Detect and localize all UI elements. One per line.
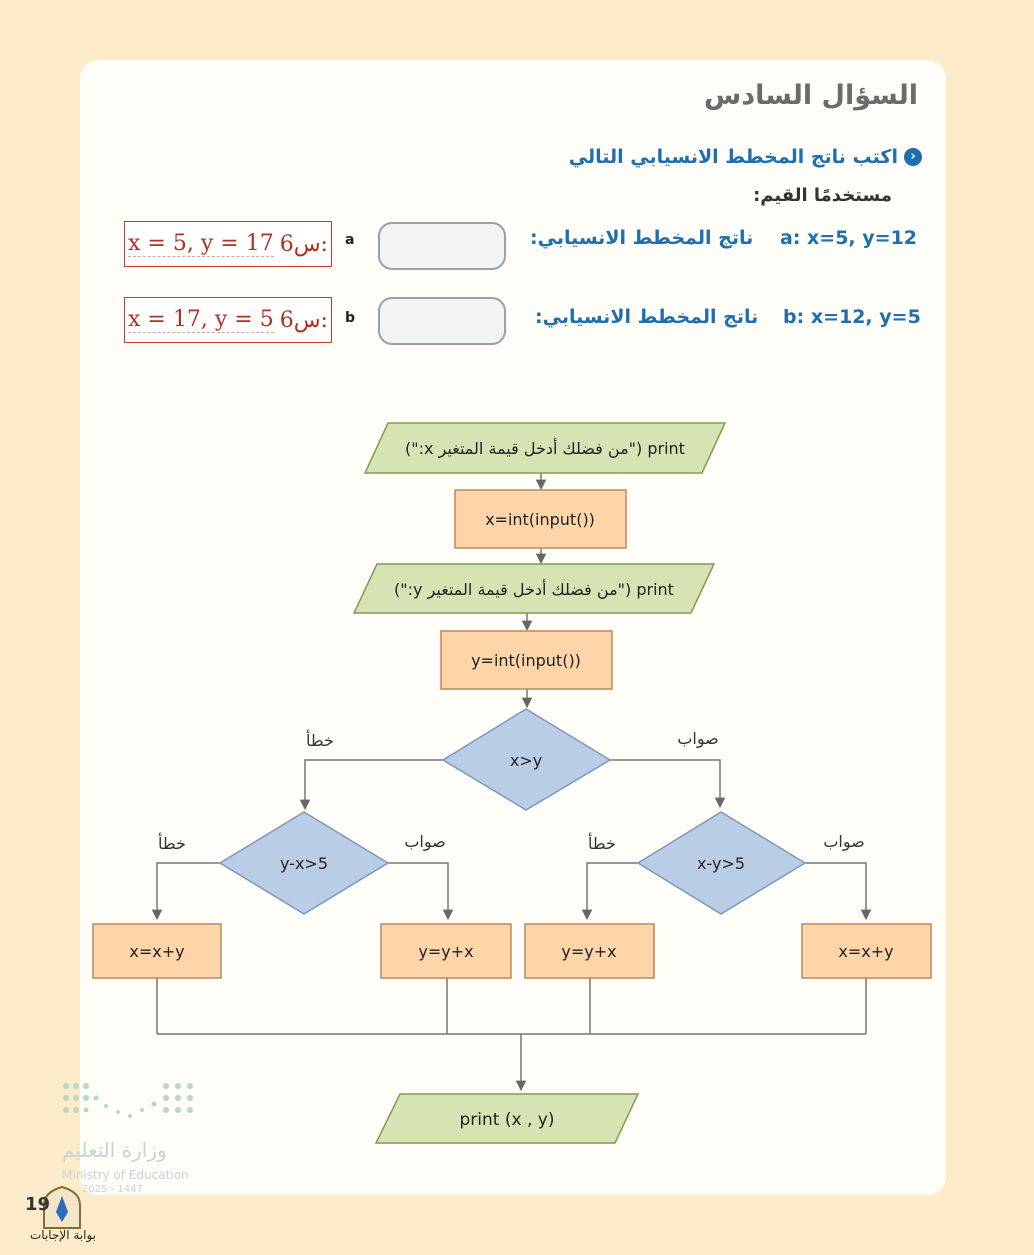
portal-emblem-icon	[43, 1185, 81, 1229]
main-condition-diamond	[441, 708, 612, 811]
box-left-left	[92, 923, 222, 979]
main-false-label: خطأ	[306, 729, 334, 750]
ministry-name-ar: وزارة التعليم	[62, 1138, 167, 1162]
main-condition-text: x>y	[510, 751, 542, 770]
left-true-label: صواب	[404, 832, 445, 852]
box-right-right-text: x=x+y	[838, 942, 893, 961]
print-y-text: print ("من فضلك أدخل قيمة المتغير y:")	[394, 579, 674, 600]
left-condition-diamond	[218, 811, 390, 915]
row-b-letter: b	[345, 310, 356, 326]
right-condition-text: x-y>5	[697, 854, 745, 873]
box-right-right	[801, 923, 932, 979]
right-true-label: صواب	[823, 832, 864, 852]
row-b-output-label: ناتج المخطط الانسيابي:	[535, 306, 759, 328]
input-y-text: y=int(input())	[471, 651, 581, 670]
row-a-output-label: ناتج المخطط الانسيابي:	[530, 227, 754, 249]
instruction: ‹ اكتب ناتج المخطط الانسيابي التالي	[569, 146, 922, 168]
print-y-shape	[352, 563, 716, 614]
input-x-box	[454, 489, 627, 549]
row-a-letter: a	[345, 232, 355, 248]
left-condition-text: y-x>5	[280, 854, 328, 873]
row-b-answer-prefix: س6:	[279, 307, 328, 333]
print-x-shape	[363, 422, 727, 474]
row-a-answer-text: x = 5, y = 17	[128, 231, 274, 257]
row-a-values: a: x=5, y=12	[780, 227, 918, 249]
print-output-text: print (x , y)	[460, 1110, 555, 1130]
using-values-label: مستخدمًا القيم:	[753, 185, 892, 206]
print-output-shape	[374, 1093, 640, 1144]
input-y-box	[440, 630, 613, 690]
page-number: 19	[25, 1194, 51, 1215]
right-condition-diamond	[636, 811, 807, 915]
row-b-answer-text: x = 17, y = 5	[128, 307, 274, 333]
box-right-left-text: y=y+x	[561, 942, 616, 961]
row-a-answer-field[interactable]	[378, 222, 506, 270]
main-true-label: صواب	[677, 729, 718, 749]
row-b-answer-field[interactable]	[378, 297, 506, 345]
chevron-left-icon: ‹	[904, 148, 922, 166]
row-b-answer: x = 17, y = 5 س6:	[124, 297, 332, 343]
box-left-right-text: y=y+x	[418, 942, 473, 961]
portal-name: بوابة الإجابات	[30, 1228, 97, 1242]
print-x-text: print ("من فضلك أدخل قيمة المتغير x:")	[405, 438, 685, 459]
input-x-text: x=int(input())	[485, 510, 595, 529]
right-false-label: خطأ	[588, 832, 616, 853]
row-a-answer-prefix: س6:	[279, 231, 328, 257]
ministry-year: 2025 - 1447	[82, 1184, 143, 1195]
ministry-logo-icon	[63, 1083, 193, 1118]
box-right-left	[524, 923, 655, 979]
question-title: السؤال السادس	[704, 80, 918, 111]
box-left-right	[380, 923, 512, 979]
row-a-answer: x = 5, y = 17 س6:	[124, 221, 332, 267]
row-b-values: b: x=12, y=5	[783, 306, 921, 328]
instruction-text: اكتب ناتج المخطط الانسيابي التالي	[568, 146, 898, 168]
left-false-label: خطأ	[158, 832, 186, 853]
ministry-name-en: Ministry of Education	[62, 1168, 189, 1182]
box-left-left-text: x=x+y	[129, 942, 184, 961]
